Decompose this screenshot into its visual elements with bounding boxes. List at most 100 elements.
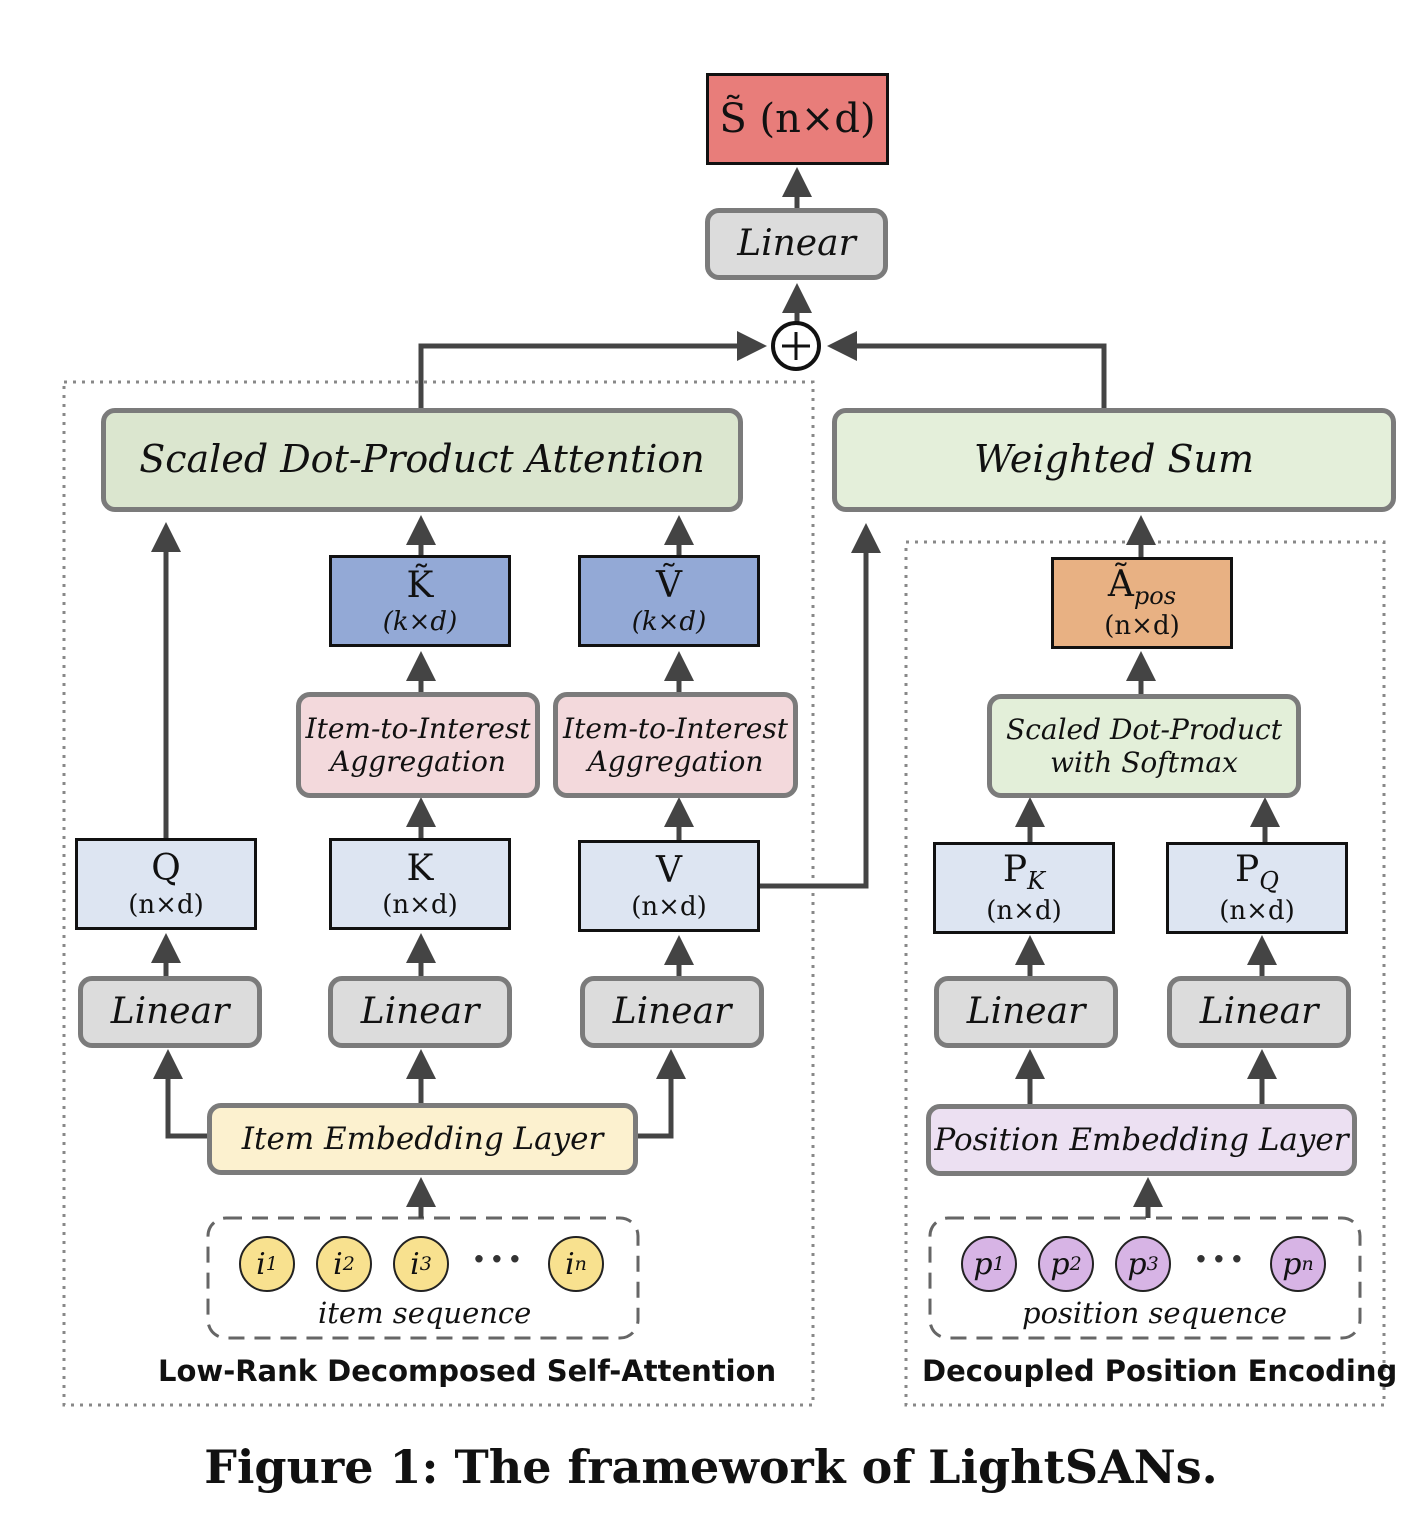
attention-node: Scaled Dot-Product Attention xyxy=(101,408,743,512)
item-token-n-sub: n xyxy=(574,1253,587,1275)
k-symbol: K xyxy=(406,847,434,889)
position-embedding-label: Position Embedding Layer xyxy=(934,1122,1349,1158)
agg-v-line2: Aggregation xyxy=(587,745,764,778)
position-token-n-sub: n xyxy=(1301,1253,1314,1275)
linear-k-label: Linear xyxy=(360,991,480,1033)
linear-pq-label: Linear xyxy=(1199,991,1319,1033)
softmax-node: Scaled Dot-Product with Softmax xyxy=(987,694,1301,798)
linear-q-node: Linear xyxy=(78,976,262,1048)
pq-node: PQ (n×d) xyxy=(1166,842,1348,934)
item-token-1-sub: 1 xyxy=(265,1253,278,1275)
v-dim: (n×d) xyxy=(631,891,707,922)
position-sequence-label: position sequence xyxy=(1022,1296,1287,1330)
a-pos-sub: pos xyxy=(1133,582,1177,611)
v-tilde-dim: (k×d) xyxy=(631,606,707,637)
pk-sub: K xyxy=(1027,867,1046,896)
linear-pk-label: Linear xyxy=(966,991,1086,1033)
k-node: K (n×d) xyxy=(329,838,511,930)
a-pos-dim: (n×d) xyxy=(1104,610,1180,641)
top-linear-label: Linear xyxy=(737,223,856,265)
item-token-3-char: i xyxy=(410,1246,420,1282)
v-tilde-symbol: Ṽ xyxy=(656,564,682,606)
output-node: S̃ (n×d) xyxy=(706,73,889,165)
linear-k-node: Linear xyxy=(328,976,512,1048)
k-dim: (n×d) xyxy=(382,889,458,920)
softmax-line2: with Softmax xyxy=(1050,746,1238,779)
position-token-2-sub: 2 xyxy=(1069,1253,1082,1275)
agg-v-line1: Item-to-Interest xyxy=(563,712,788,745)
attention-label: Scaled Dot-Product Attention xyxy=(139,437,705,482)
arrow-weightedsum-to-plus xyxy=(827,331,1107,410)
q-node: Q (n×d) xyxy=(75,838,257,930)
position-token-3-char: p xyxy=(1127,1246,1147,1282)
weighted-sum-node: Weighted Sum xyxy=(832,408,1396,512)
item-ellipsis: ··· xyxy=(472,1236,526,1283)
q-dim: (n×d) xyxy=(128,889,204,920)
linear-v-node: Linear xyxy=(580,976,764,1048)
pk-dim: (n×d) xyxy=(986,895,1062,926)
item-sequence-label: item sequence xyxy=(318,1296,532,1330)
pq-symbol-row: PQ xyxy=(1235,850,1279,895)
pq-symbol: P xyxy=(1235,849,1260,891)
pq-sub: Q xyxy=(1259,867,1279,896)
pk-symbol: P xyxy=(1002,849,1028,891)
linear-q-label: Linear xyxy=(110,991,230,1033)
position-ellipsis: ··· xyxy=(1194,1236,1248,1283)
left-region-outline xyxy=(62,380,815,1407)
item-embedding-node: Item Embedding Layer xyxy=(207,1103,638,1175)
pk-node: PK (n×d) xyxy=(933,842,1115,934)
position-token-3-sub: 3 xyxy=(1146,1253,1159,1275)
position-embedding-node: Position Embedding Layer xyxy=(926,1104,1357,1176)
left-region-label: Low-Rank Decomposed Self-Attention xyxy=(158,1354,777,1388)
output-label: S̃ (n×d) xyxy=(719,96,876,142)
arrow-attention-to-plus xyxy=(418,331,767,410)
right-region-outline xyxy=(904,540,1386,1407)
position-token-1-char: p xyxy=(973,1246,993,1282)
right-region-label: Decoupled Position Encoding xyxy=(922,1354,1398,1388)
position-token-2-char: p xyxy=(1050,1246,1070,1282)
pq-dim: (n×d) xyxy=(1219,895,1295,926)
position-sequence-outline xyxy=(928,1216,1362,1340)
arrow-embedding-to-linear-q xyxy=(153,1049,208,1139)
top-linear-node: Linear xyxy=(705,208,888,280)
item-token-n-char: i xyxy=(565,1246,575,1282)
q-symbol: Q xyxy=(151,847,181,889)
k-tilde-symbol: K̃ xyxy=(406,564,434,606)
v-node: V (n×d) xyxy=(578,840,760,932)
position-token-1-sub: 1 xyxy=(992,1253,1005,1275)
a-pos-node: Ãpos (n×d) xyxy=(1051,557,1233,649)
item-token-2-char: i xyxy=(333,1246,343,1282)
agg-k-line1: Item-to-Interest xyxy=(305,712,531,745)
figure-caption: Figure 1: The framework of LightSANs. xyxy=(204,1440,1218,1494)
agg-k-node: Item-to-Interest Aggregation xyxy=(296,692,540,798)
item-embedding-label: Item Embedding Layer xyxy=(241,1121,604,1157)
item-token-2-sub: 2 xyxy=(342,1253,355,1275)
pk-symbol-row: PK xyxy=(1003,850,1045,895)
linear-v-label: Linear xyxy=(612,991,732,1033)
item-token-3-sub: 3 xyxy=(419,1253,432,1275)
v-tilde-node: Ṽ (k×d) xyxy=(578,555,760,647)
a-pos-symbol-row: Ãpos xyxy=(1108,565,1176,610)
v-symbol: V xyxy=(656,849,682,891)
a-pos-symbol: Ã xyxy=(1107,564,1134,606)
agg-v-node: Item-to-Interest Aggregation xyxy=(553,692,798,798)
linear-pk-node: Linear xyxy=(934,976,1118,1048)
arrow-embedding-to-linear-v xyxy=(637,1049,686,1139)
k-tilde-node: K̃ (k×d) xyxy=(329,555,511,647)
arrow-v-to-weightedsum xyxy=(760,523,881,889)
item-token-1-char: i xyxy=(256,1246,266,1282)
k-tilde-dim: (k×d) xyxy=(382,606,458,637)
position-token-n-char: p xyxy=(1282,1246,1302,1282)
agg-k-line2: Aggregation xyxy=(330,745,506,778)
weighted-sum-label: Weighted Sum xyxy=(973,437,1255,482)
softmax-line1: Scaled Dot-Product xyxy=(1006,713,1282,746)
